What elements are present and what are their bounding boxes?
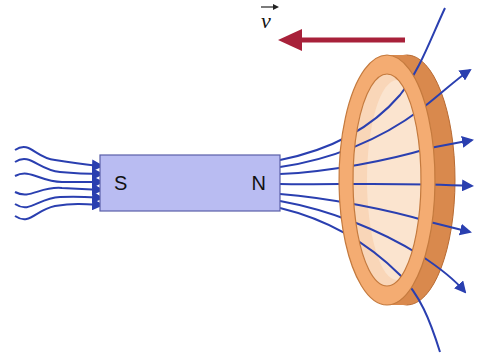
velocity-label: v xyxy=(261,8,271,34)
magnet-box: SN xyxy=(100,155,280,211)
field-lines-left xyxy=(15,147,102,219)
bar-magnet xyxy=(100,155,280,211)
field-lines-right xyxy=(280,8,472,352)
velocity-arrow xyxy=(278,29,405,51)
copper-ring-front xyxy=(339,55,435,305)
pole-label: S xyxy=(114,172,127,195)
pole-label: N xyxy=(252,172,266,195)
